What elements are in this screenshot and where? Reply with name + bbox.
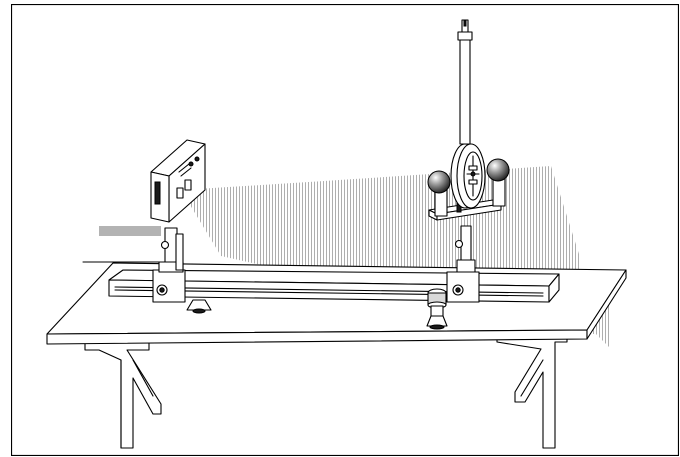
torsion-tube	[459, 37, 471, 145]
left-large-sphere	[427, 170, 451, 194]
table-side-edge	[586, 269, 627, 340]
laser-source	[150, 139, 206, 223]
apparatus-diagram	[11, 4, 679, 456]
laser-carriage	[152, 269, 186, 303]
figure-frame	[11, 4, 679, 456]
right-large-sphere	[486, 158, 510, 182]
left-bracket	[84, 341, 162, 449]
laser-cable	[82, 226, 162, 263]
right-bracket	[496, 333, 568, 449]
laser-mount	[152, 227, 186, 303]
torsion-balance	[427, 19, 510, 221]
center-leveling-foot	[426, 288, 448, 330]
rail-end	[548, 273, 560, 303]
balance-carriage	[446, 225, 480, 303]
laser-aperture	[154, 181, 161, 205]
left-leveling-foot	[186, 299, 212, 314]
